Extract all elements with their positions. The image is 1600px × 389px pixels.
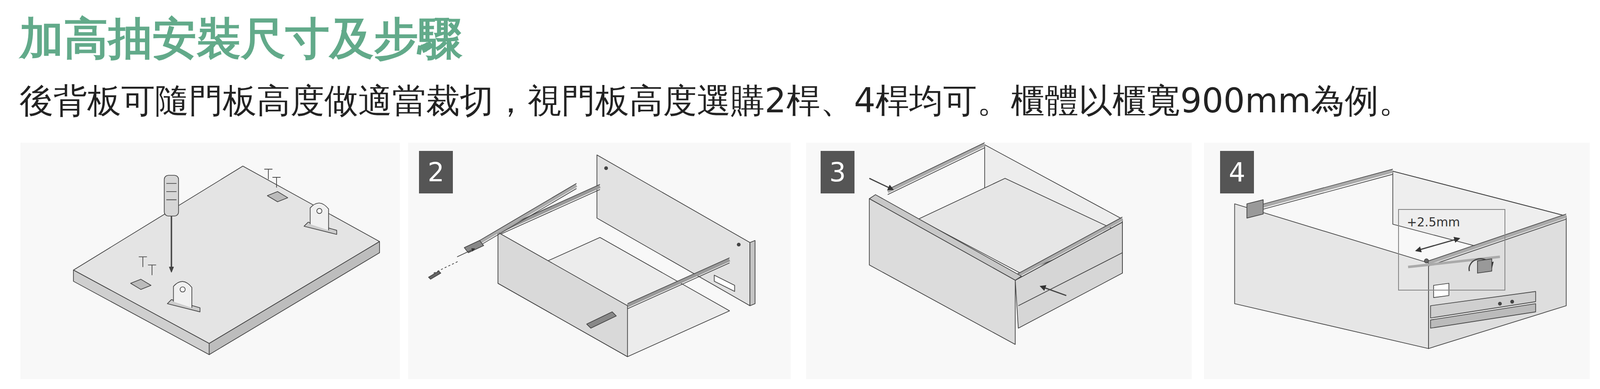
step-number: 3 xyxy=(820,151,855,194)
board-step-1 xyxy=(73,166,380,356)
board-step-1-part xyxy=(169,267,174,273)
drawer-step-2-part xyxy=(586,312,617,329)
drawer-step-4-part xyxy=(1253,169,1393,213)
drawer-step-3-part xyxy=(1018,253,1123,307)
panel-ground-part xyxy=(20,142,400,380)
drawer-step-4-part xyxy=(1253,171,1393,210)
panel-ground-part xyxy=(805,142,1192,380)
drawer-step-2-part xyxy=(479,183,577,246)
drawer-step-3-part xyxy=(1015,219,1123,278)
drawer-step-4-part xyxy=(1247,200,1264,219)
drawer-step-2 xyxy=(428,155,756,357)
drawer-step-3-part xyxy=(1040,286,1067,296)
drawer-step-4-part xyxy=(1430,303,1536,329)
board-step-1-part xyxy=(164,175,179,217)
drawer-step-3-part xyxy=(1015,222,1123,329)
drawer-step-3-part xyxy=(887,142,985,195)
drawer-step-4-part xyxy=(1416,238,1460,251)
node-text: +2.5mm xyxy=(1406,215,1461,230)
drawer-step-4-part xyxy=(1428,216,1567,349)
board-step-1-part xyxy=(173,281,192,309)
drawer-step-4-part xyxy=(1510,300,1514,304)
board-step-1-part xyxy=(310,203,329,231)
drawer-step-3-part xyxy=(869,198,1016,345)
drawer-step-2-part xyxy=(428,271,441,280)
board-step-1-part xyxy=(170,216,172,268)
drawer-step-4-part xyxy=(1424,259,1429,264)
step-number: 4 xyxy=(1220,151,1254,194)
drawer-step-2-part xyxy=(433,261,460,274)
panel-ground-part xyxy=(408,142,791,380)
drawer-step-2-part xyxy=(627,260,730,307)
panel-ground-part xyxy=(1204,142,1590,380)
drawer-step-3 xyxy=(869,142,1123,345)
board-step-1-part xyxy=(130,279,152,291)
node-text: 2 xyxy=(427,157,445,188)
drawer-step-4-part xyxy=(1234,204,1429,350)
drawer-step-3-part xyxy=(869,178,893,190)
board-step-1-part xyxy=(180,287,186,293)
node-text: 3 xyxy=(829,157,846,188)
board-step-1-part xyxy=(209,241,380,356)
drawer-step-2-part xyxy=(604,166,608,170)
drawer-step-4 xyxy=(1234,169,1567,350)
board-step-1-part xyxy=(316,208,323,215)
panel-ground xyxy=(20,142,1590,380)
drawer-step-2-part xyxy=(457,248,475,258)
board-step-1-part xyxy=(138,169,281,276)
drawer-step-2-part xyxy=(479,185,577,244)
drawer-step-2-part xyxy=(498,232,628,358)
step-number: 2 xyxy=(418,151,453,194)
drawer-step-2-part xyxy=(464,240,484,254)
drawer-step-4-part xyxy=(1477,259,1492,274)
board-step-1-part xyxy=(267,191,288,203)
drawer-step-2-part xyxy=(737,243,741,247)
board-step-1-part xyxy=(73,166,380,344)
node-text: 4 xyxy=(1228,157,1246,188)
drawer-step-3-part xyxy=(1015,217,1123,281)
detail-callout: +2.5mm xyxy=(1398,209,1506,291)
drawer-step-2-part xyxy=(498,184,601,236)
note-text: 後背板可隨門板高度做適當裁切，視門板高度選購2桿、4桿均可。櫃體以櫃寬900mm… xyxy=(19,80,1413,122)
page-title: 加高抽安裝尺寸及步驟 xyxy=(19,12,463,66)
drawer-step-2-part xyxy=(627,258,730,310)
drawer-step-4-part xyxy=(1498,302,1502,306)
board-step-1-part xyxy=(166,183,177,201)
drawer-step-3-part xyxy=(887,145,985,192)
board-step-1-part xyxy=(73,270,210,356)
drawer-step-2-part xyxy=(714,275,735,293)
drawer-step-2-part xyxy=(749,240,756,307)
